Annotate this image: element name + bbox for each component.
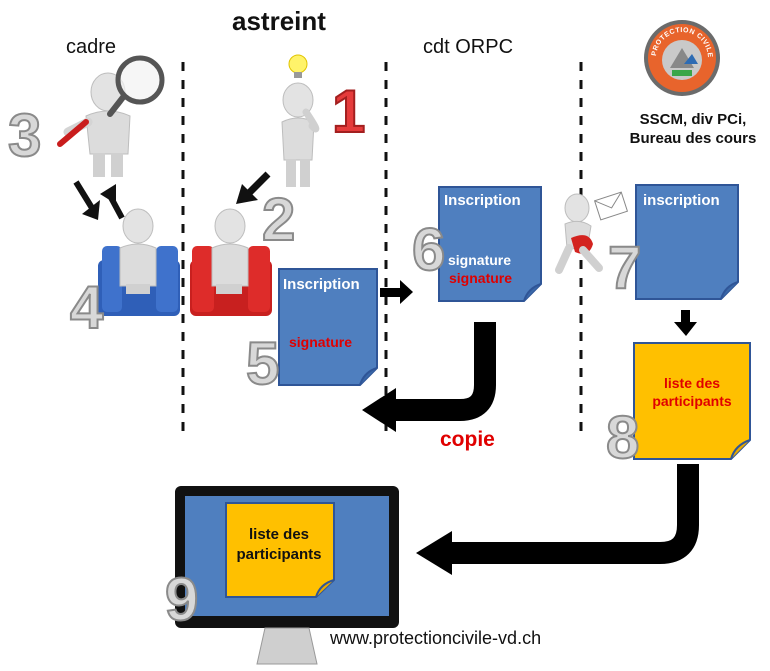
arrow-left-screen-icon — [416, 531, 452, 575]
document-8-shape — [633, 342, 751, 460]
seated-people-icon — [98, 208, 272, 316]
arrow-down-icon — [674, 322, 697, 336]
document-8-text: liste des participants — [652, 375, 732, 409]
step-number-3: 3 — [7, 102, 42, 169]
step-number-2: 2 — [261, 186, 296, 253]
column-label-sscm: SSCM, div PCi, Bureau des cours — [629, 111, 757, 147]
document-5-signature: signature — [289, 334, 353, 350]
document-6-title: Inscription — [444, 192, 521, 209]
step-number-5: 5 — [245, 330, 280, 397]
copie-label: copie — [440, 428, 495, 451]
document-7-title: inscription — [643, 192, 720, 209]
document-7-shape — [635, 184, 739, 300]
screen-list-shape — [225, 502, 335, 598]
step-number-8: 8 — [605, 404, 640, 471]
arrow-left-copie-icon — [362, 388, 396, 432]
screen-list-text: liste des participants — [236, 526, 322, 563]
arrow-right-icon — [400, 280, 413, 304]
document-6-signature-red: signature — [449, 270, 513, 286]
document-5-title: Inscription — [283, 276, 360, 293]
step-number-6: 6 — [411, 216, 446, 283]
magnifier-person-icon — [57, 55, 165, 177]
column-label-cdt-orpc: cdt ORPC — [423, 36, 514, 58]
thinking-person-icon — [281, 54, 320, 187]
step-number-1: 1 — [331, 78, 366, 145]
step-number-9: 9 — [164, 566, 199, 633]
mail-courier-icon — [555, 191, 629, 274]
column-label-cadre: cadre — [66, 36, 117, 58]
document-5-shape — [278, 268, 378, 386]
exchange-arrows-icon — [73, 180, 125, 220]
step-number-7: 7 — [607, 234, 642, 301]
website-url[interactable]: www.protectioncivile-vd.ch — [330, 628, 542, 648]
protection-civile-logo-icon: PROTECTION CIVILE — [644, 20, 720, 96]
arrow-down-left-icon — [236, 171, 271, 204]
step-number-4: 4 — [69, 274, 104, 341]
document-6-shape — [438, 186, 542, 302]
document-6-signature-white: signature — [448, 252, 512, 268]
title-astreint: astreint — [232, 6, 326, 36]
